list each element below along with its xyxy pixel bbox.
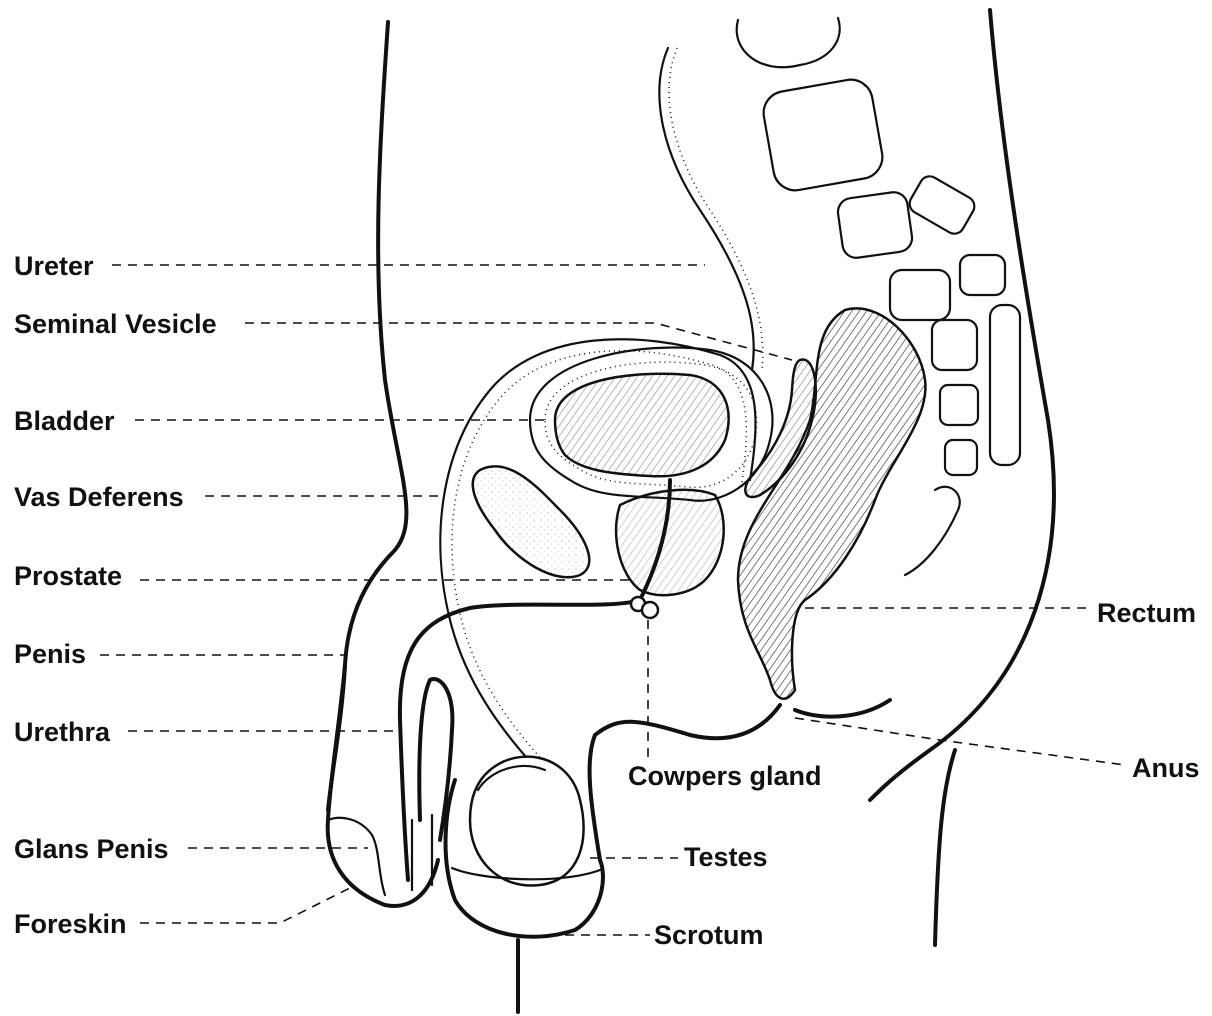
ureter-tube xyxy=(659,48,753,370)
label-urethra: Urethra xyxy=(14,717,111,747)
label-rectum: Rectum xyxy=(1097,598,1196,628)
bladder-organ xyxy=(530,348,773,501)
rectum-organ xyxy=(738,308,925,698)
cowpers-gland-organ xyxy=(631,597,658,618)
leader-lines xyxy=(100,265,1125,935)
label-penis: Penis xyxy=(14,639,86,669)
label-seminal-vesicle: Seminal Vesicle xyxy=(14,309,217,339)
label-prostate: Prostate xyxy=(14,561,122,591)
pubic-bone xyxy=(473,466,589,577)
label-cowpers-gland: Cowpers gland xyxy=(628,761,822,791)
label-ureter: Ureter xyxy=(14,251,94,281)
label-foreskin: Foreskin xyxy=(14,909,127,939)
penis-organ xyxy=(328,665,453,906)
label-anus: Anus xyxy=(1132,753,1200,783)
testes-organ xyxy=(470,757,584,886)
label-bladder: Bladder xyxy=(14,406,115,436)
label-vas-deferens: Vas Deferens xyxy=(14,482,184,512)
label-testes: Testes xyxy=(684,842,768,872)
label-glans-penis: Glans Penis xyxy=(14,834,169,864)
body-outline xyxy=(328,10,1054,945)
label-scrotum: Scrotum xyxy=(654,920,764,950)
